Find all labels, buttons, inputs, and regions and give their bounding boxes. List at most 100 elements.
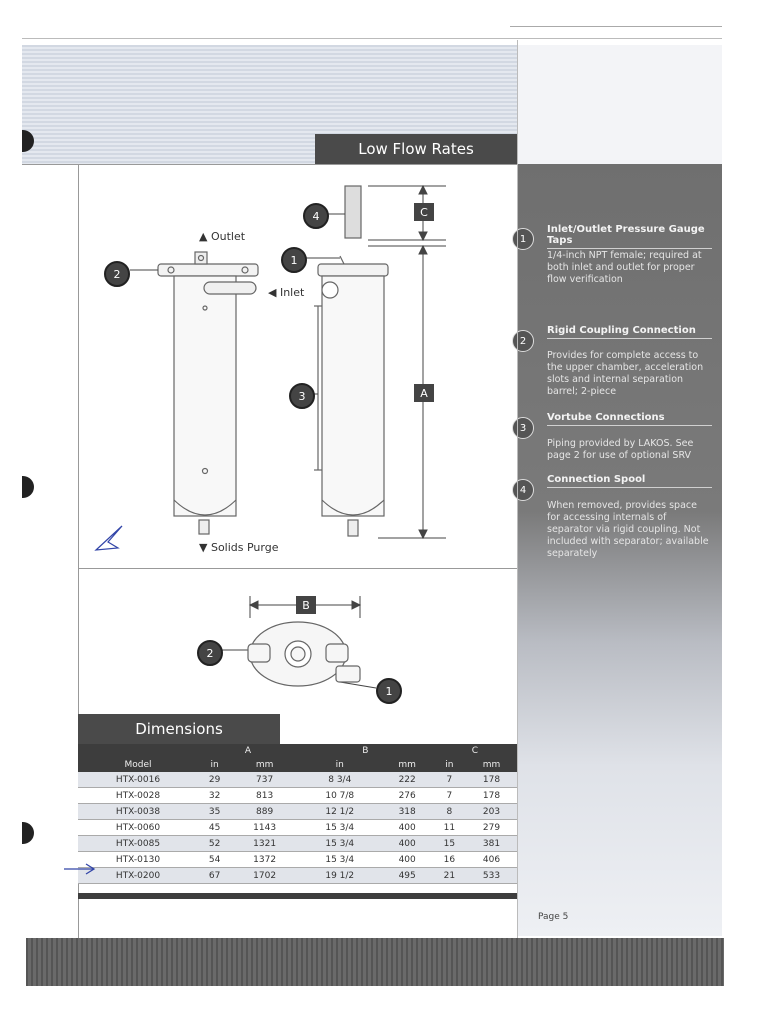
col-group-b: B <box>297 744 433 758</box>
cell: 7 <box>432 787 466 804</box>
col-unit: mm <box>465 758 517 772</box>
col-unit: in <box>432 758 466 772</box>
cell: 19 1/2 <box>297 867 382 884</box>
binder-hole <box>22 130 34 152</box>
cell: 1372 <box>231 851 298 868</box>
cell: 381 <box>465 835 517 852</box>
divider <box>78 568 517 569</box>
feature-title: Connection Spool <box>547 474 712 488</box>
callout-4: 4 <box>303 203 329 229</box>
diagram-frame <box>78 164 518 940</box>
cell: 15 3/4 <box>297 851 382 868</box>
dimensions-table: A B C Model in mm in mm in mm HTX-0016 2… <box>78 744 517 884</box>
col-model: Model <box>78 758 198 772</box>
cell: 29 <box>198 772 232 788</box>
cell: 54 <box>198 851 232 868</box>
feature-title: Rigid Coupling Connection <box>547 325 712 339</box>
table-row: HTX-0016 29 737 8 3/4 222 7 178 <box>78 772 517 788</box>
divider <box>22 164 517 165</box>
feature-body: When removed, provides space for accessi… <box>547 500 709 559</box>
cell: 737 <box>231 772 298 788</box>
top-rule <box>22 38 722 39</box>
cell: 8 3/4 <box>297 772 382 788</box>
pen-mark <box>94 525 123 551</box>
col-unit: in <box>297 758 382 772</box>
callout-2: 2 <box>104 261 130 287</box>
dimension-c-label: C <box>414 203 434 221</box>
callout-3: 3 <box>289 383 315 409</box>
cell: 12 1/2 <box>297 803 382 820</box>
purge-label: ▼ Solids Purge <box>199 541 279 554</box>
cell: 400 <box>381 819 433 836</box>
col-unit: mm <box>231 758 298 772</box>
cell: 318 <box>381 803 433 820</box>
callout-1-top: 1 <box>376 678 402 704</box>
table-row: HTX-0060 45 1143 15 3/4 400 11 279 <box>78 819 517 836</box>
table-row: HTX-0085 52 1321 15 3/4 400 15 381 <box>78 835 517 852</box>
cell: 1143 <box>231 819 298 836</box>
feature-number: 2 <box>512 330 534 352</box>
cell: 10 7/8 <box>297 787 382 804</box>
cell: 16 <box>432 851 466 868</box>
dimension-a-label: A <box>414 384 434 402</box>
cell: 406 <box>465 851 517 868</box>
cell-model: HTX-0060 <box>78 819 198 836</box>
cell: 7 <box>432 772 466 788</box>
pen-arrow-mark <box>64 863 96 875</box>
cell: 813 <box>231 787 298 804</box>
feature-body: Piping provided by LAKOS. See page 2 for… <box>547 438 694 461</box>
cell-model: HTX-0038 <box>78 803 198 820</box>
cell: 178 <box>465 772 517 788</box>
dimension-b-label: B <box>296 596 316 614</box>
separator-diagram <box>94 184 446 551</box>
feature-number: 1 <box>512 228 534 250</box>
callout-1: 1 <box>281 247 307 273</box>
cell: 1321 <box>231 835 298 852</box>
cell: 203 <box>465 803 517 820</box>
table-footer-bar <box>78 893 517 899</box>
callout-2-top: 2 <box>197 640 223 666</box>
cell: 222 <box>381 772 433 788</box>
feature-number: 4 <box>512 479 534 501</box>
binder-hole <box>22 476 34 498</box>
col-group-c: C <box>432 744 517 758</box>
cell: 533 <box>465 867 517 884</box>
cell: 32 <box>198 787 232 804</box>
cell-model: HTX-0028 <box>78 787 198 804</box>
coupling-top-view <box>218 596 377 689</box>
binder-hole <box>22 822 34 844</box>
feature-body: Provides for complete access to the uppe… <box>547 350 704 397</box>
cell-model: HTX-0085 <box>78 835 198 852</box>
cell: 276 <box>381 787 433 804</box>
feature-title: Vortube Connections <box>547 412 712 426</box>
table-row: HTX-0028 32 813 10 7/8 276 7 178 <box>78 787 517 804</box>
header-band-right <box>517 45 722 165</box>
cell: 279 <box>465 819 517 836</box>
cell: 45 <box>198 819 232 836</box>
cell: 15 <box>432 835 466 852</box>
cell: 8 <box>432 803 466 820</box>
cell-model: HTX-0130 <box>78 851 198 868</box>
feature-body: 1/4-inch NPT female; required at both in… <box>547 250 702 285</box>
column-divider <box>517 40 518 938</box>
page-number: Page 5 <box>538 912 569 922</box>
table-row: HTX-0200 67 1702 19 1/2 495 21 533 <box>78 867 517 884</box>
col-unit: in <box>198 758 232 772</box>
table-row: HTX-0038 35 889 12 1/2 318 8 203 <box>78 803 517 820</box>
features-panel <box>517 164 722 936</box>
cell: 178 <box>465 787 517 804</box>
col-group-a: A <box>198 744 298 758</box>
cell: 400 <box>381 851 433 868</box>
separator-front-view <box>157 251 259 535</box>
cell: 52 <box>198 835 232 852</box>
cell: 67 <box>198 867 232 884</box>
cell: 15 3/4 <box>297 835 382 852</box>
cell: 21 <box>432 867 466 884</box>
outlet-label: ▲ Outlet <box>199 230 246 243</box>
page-title: Low Flow Rates <box>315 134 517 164</box>
cell: 15 3/4 <box>297 819 382 836</box>
scan-mark <box>510 26 722 27</box>
table-row: HTX-0130 54 1372 15 3/4 400 16 406 <box>78 851 517 868</box>
cell-model: HTX-0200 <box>78 867 198 884</box>
cell: 400 <box>381 835 433 852</box>
